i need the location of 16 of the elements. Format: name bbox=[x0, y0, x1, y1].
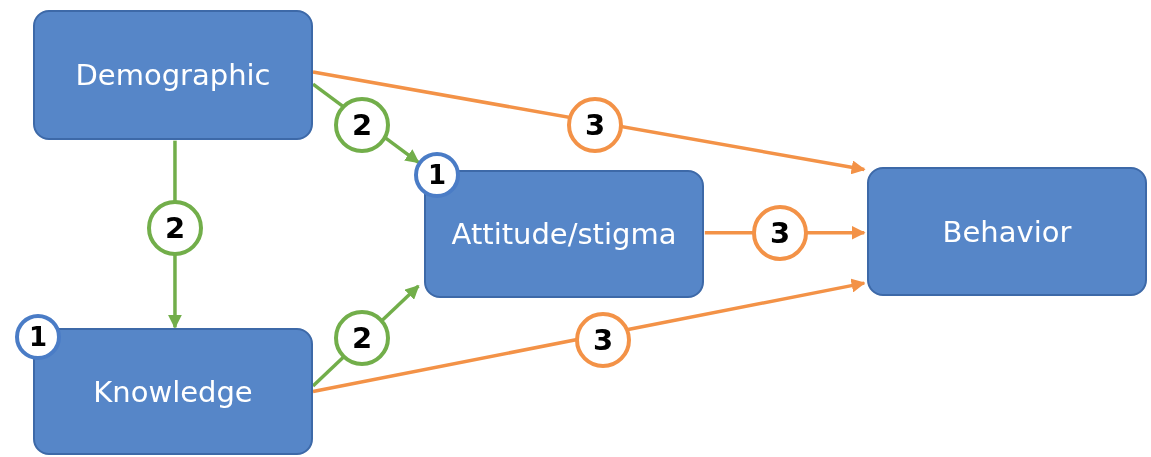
edge-label: 2 bbox=[147, 200, 203, 256]
process-box bbox=[867, 167, 1147, 296]
edge-label: 3 bbox=[567, 97, 623, 153]
arrow bbox=[312, 278, 866, 394]
box-label: Knowledge bbox=[93, 374, 253, 409]
step-number: 1 bbox=[414, 152, 460, 198]
edge-label: 2 bbox=[334, 310, 390, 366]
box-label: Demographic bbox=[75, 58, 271, 92]
box-label: Behavior bbox=[942, 214, 1072, 249]
box-label: Attitude/stigma bbox=[451, 217, 677, 251]
edge-label: 3 bbox=[575, 312, 631, 368]
arrow bbox=[312, 70, 866, 175]
edge-label: 3 bbox=[752, 205, 808, 261]
process-box bbox=[33, 10, 313, 140]
edge-label: 2 bbox=[334, 97, 390, 153]
step-number: 1 bbox=[15, 314, 61, 360]
